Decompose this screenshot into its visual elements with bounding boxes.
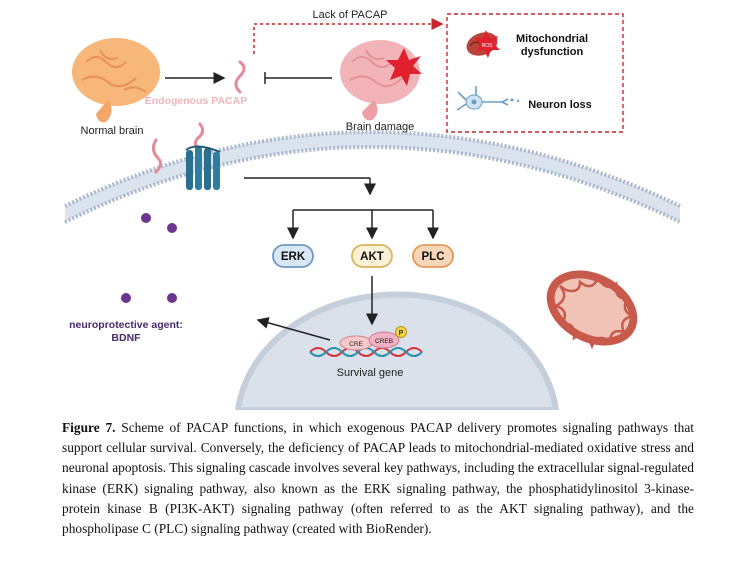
arrow-to-bdnf bbox=[256, 317, 331, 341]
pacap-receptor-icon bbox=[185, 145, 221, 190]
erk-label: ERK bbox=[281, 251, 306, 263]
nucleus bbox=[234, 291, 560, 410]
caption-label: Figure 7. bbox=[62, 420, 116, 435]
akt-node: AKT bbox=[351, 244, 393, 268]
damage-star-icon bbox=[386, 48, 422, 86]
lack-of-pacap-dashed-arrow bbox=[253, 18, 444, 54]
cre-element: CRE bbox=[339, 335, 373, 351]
cre-label: CRE bbox=[349, 341, 363, 348]
bdnf-dot bbox=[121, 293, 131, 303]
normal-brain-icon bbox=[72, 38, 160, 123]
bdnf-dot bbox=[167, 293, 177, 303]
inhibition-line bbox=[264, 72, 332, 84]
lack-of-pacap-label: Lack of PACAP bbox=[313, 9, 388, 21]
pacap-peptide-free-1 bbox=[151, 138, 163, 174]
bdnf-dot bbox=[167, 223, 177, 233]
pacap-diagram: Normal brain Endogenous PACAP Lack of PA… bbox=[64, 9, 681, 410]
mito-dysfunction-line2: dysfunction bbox=[521, 46, 584, 58]
cell-membrane bbox=[64, 130, 681, 224]
neuron-icon bbox=[456, 86, 520, 111]
neuron-loss-label: Neuron loss bbox=[528, 99, 592, 111]
figure-caption: Figure 7. Scheme of PACAP functions, in … bbox=[62, 418, 694, 539]
plc-label: PLC bbox=[422, 251, 445, 263]
phosphate-label: P bbox=[399, 330, 404, 337]
phosphate-badge: P bbox=[395, 326, 407, 338]
signal-arrow bbox=[244, 177, 376, 196]
ros-mitochondria-icon: ROS bbox=[466, 30, 500, 58]
normal-brain-label: Normal brain bbox=[81, 125, 144, 137]
neuroprotective-agent-line1: neuroprotective agent: bbox=[69, 319, 183, 331]
branch-arrows bbox=[287, 209, 439, 240]
ros-label: ROS bbox=[482, 43, 494, 49]
brain-damage-label: Brain damage bbox=[346, 121, 415, 133]
creb-label: CREB bbox=[375, 338, 393, 345]
survival-gene-label: Survival gene bbox=[337, 367, 404, 379]
bdnf-dot bbox=[141, 213, 151, 223]
mito-dysfunction-line1: Mitochondrial bbox=[516, 33, 588, 45]
consequences-box bbox=[446, 13, 624, 133]
endogenous-pacap-label: Endogenous PACAP bbox=[145, 95, 247, 107]
caption-text: Scheme of PACAP functions, in which exog… bbox=[62, 420, 694, 537]
mitochondrion-icon bbox=[546, 270, 638, 350]
creb-protein: CREB bbox=[368, 331, 400, 349]
pacap-peptide-icon bbox=[234, 60, 246, 94]
akt-label: AKT bbox=[360, 251, 384, 263]
erk-node: ERK bbox=[272, 244, 314, 268]
neuroprotective-agent-line2: BDNF bbox=[111, 332, 141, 344]
plc-node: PLC bbox=[412, 244, 454, 268]
